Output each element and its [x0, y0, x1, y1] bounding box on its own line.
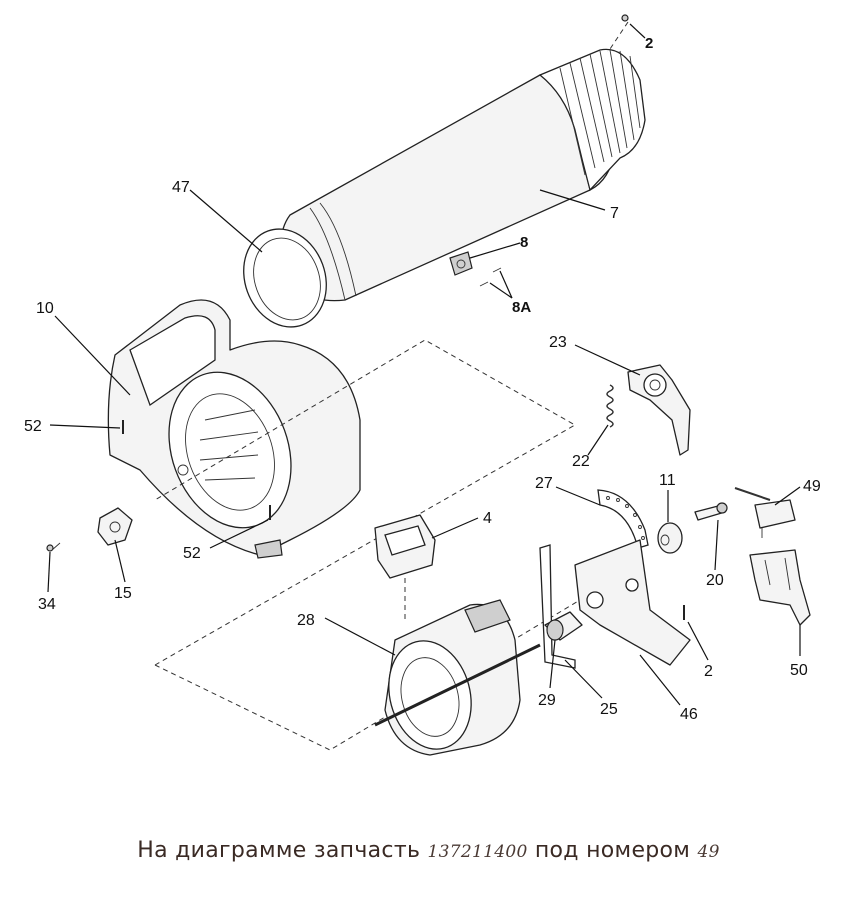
label-27: 27	[535, 475, 553, 492]
air-tube-part-7	[280, 48, 646, 302]
label-46: 46	[680, 706, 698, 723]
label-50: 50	[790, 662, 808, 679]
label-7: 7	[610, 205, 619, 222]
label-52-lower: 52	[183, 545, 201, 562]
caption-middle: под номером	[534, 838, 691, 863]
ring-gasket-part-47	[243, 228, 327, 328]
caption-part-index: 49	[697, 842, 720, 862]
label-2-lower: 2	[704, 663, 713, 680]
servo-base-part-25	[539, 544, 576, 669]
caption-part-number: 137211400	[427, 842, 528, 862]
bolt-part-20	[694, 502, 728, 521]
label-8a: 8A	[512, 299, 531, 316]
label-52-upper: 52	[24, 418, 42, 435]
screw-part-2-top	[607, 14, 629, 53]
label-8: 8	[520, 234, 528, 251]
blower-housing-part-10	[107, 299, 361, 559]
screw-part-34	[46, 542, 61, 552]
label-47: 47	[172, 179, 190, 196]
exploded-parts-diagram: 2 7 47 8 8A 10 23 52 22 27 11 49 4 52 34…	[24, 14, 821, 756]
motor-part-28	[374, 599, 541, 756]
label-4: 4	[483, 510, 492, 527]
caption: На диаграмме запчасть 137211400 под номе…	[0, 838, 857, 863]
switch-bracket-part-50	[749, 549, 811, 626]
label-10: 10	[36, 300, 54, 317]
label-49: 49	[803, 478, 821, 495]
label-28: 28	[297, 612, 315, 629]
bushing-part-11	[657, 522, 683, 554]
label-23: 23	[549, 334, 567, 351]
spring-part-22	[606, 384, 614, 428]
damper-scale-part-27	[597, 489, 649, 549]
label-15: 15	[114, 585, 132, 602]
label-11: 11	[659, 472, 676, 489]
air-box-part-4	[374, 514, 436, 620]
label-34: 34	[38, 596, 56, 613]
caption-prefix: На диаграмме запчасть	[137, 838, 421, 863]
label-2-top: 2	[645, 35, 653, 52]
label-22: 22	[572, 453, 590, 470]
micro-switch-part-49	[734, 487, 796, 538]
mounting-plate-part-46	[574, 539, 691, 666]
damper-lever-part-23	[627, 364, 691, 456]
label-29: 29	[538, 692, 556, 709]
assembly-guide-box	[154, 339, 577, 666]
photocell-part-15	[97, 507, 133, 546]
label-20: 20	[706, 572, 724, 589]
label-25: 25	[600, 701, 618, 718]
leader-lines	[47, 23, 801, 706]
bracket-part-8	[449, 251, 502, 287]
